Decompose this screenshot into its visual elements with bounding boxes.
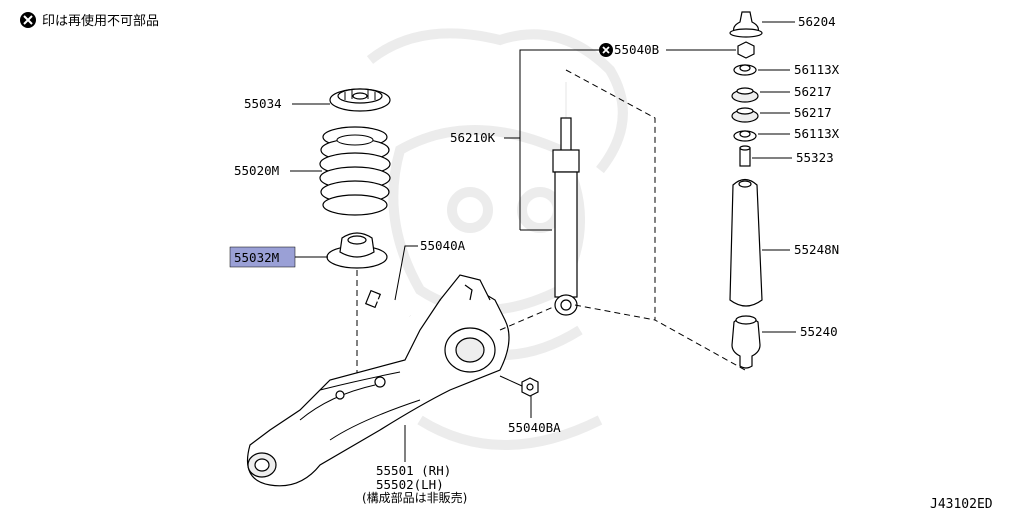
bushing-56217-a[interactable] <box>731 87 759 103</box>
top-nut[interactable] <box>737 41 755 59</box>
label-56113x-bottom[interactable]: 56113X <box>794 126 840 141</box>
bump-stopper[interactable] <box>731 315 761 369</box>
label-55502[interactable]: 55502(LH) <box>376 477 444 492</box>
lower-spring-seat[interactable] <box>326 232 388 269</box>
washer-56113x-top[interactable] <box>733 64 757 76</box>
diagram-code: J43102ED <box>930 497 993 511</box>
label-56217-a[interactable]: 56217 <box>794 84 832 99</box>
label-55323[interactable]: 55323 <box>796 150 834 165</box>
washer-56113x-bottom[interactable] <box>733 130 757 142</box>
bolt-55040a[interactable] <box>364 289 411 318</box>
label-55248n[interactable]: 55248N <box>794 242 839 257</box>
label-55240[interactable]: 55240 <box>800 324 838 339</box>
dust-cap[interactable] <box>729 11 763 38</box>
dust-boot[interactable] <box>729 178 763 307</box>
rear-knuckle-arm[interactable] <box>246 274 510 487</box>
label-56204[interactable]: 56204 <box>798 14 836 29</box>
label-56210k[interactable]: 56210K <box>450 130 496 145</box>
no-reuse-icon-55040b <box>599 43 613 57</box>
legend-text: 印は再使用不可部品 <box>42 13 159 29</box>
legend-nonreusable: 印は再使用不可部品 <box>20 12 159 29</box>
label-56217-b[interactable]: 56217 <box>794 105 832 120</box>
label-55040ba[interactable]: 55040BA <box>508 420 561 435</box>
label-55020m[interactable]: 55020M <box>234 163 279 178</box>
label-55040b[interactable]: 55040B <box>614 42 659 57</box>
bushing-56217-b[interactable] <box>731 107 759 123</box>
label-55501[interactable]: 55501 (RH) <box>376 463 451 478</box>
upper-spring-seat[interactable] <box>329 88 391 112</box>
label-55034[interactable]: 55034 <box>244 96 282 111</box>
label-components-not-sold: (構成部品は非販売) <box>362 490 467 505</box>
coil-spring[interactable] <box>319 126 391 216</box>
nut-55040ba[interactable] <box>521 377 539 397</box>
sleeve-55323[interactable] <box>739 145 751 167</box>
label-56113x-top[interactable]: 56113X <box>794 62 840 77</box>
label-55032m[interactable]: 55032M <box>234 250 279 265</box>
label-55040a[interactable]: 55040A <box>420 238 466 253</box>
shock-absorber[interactable] <box>552 82 580 316</box>
